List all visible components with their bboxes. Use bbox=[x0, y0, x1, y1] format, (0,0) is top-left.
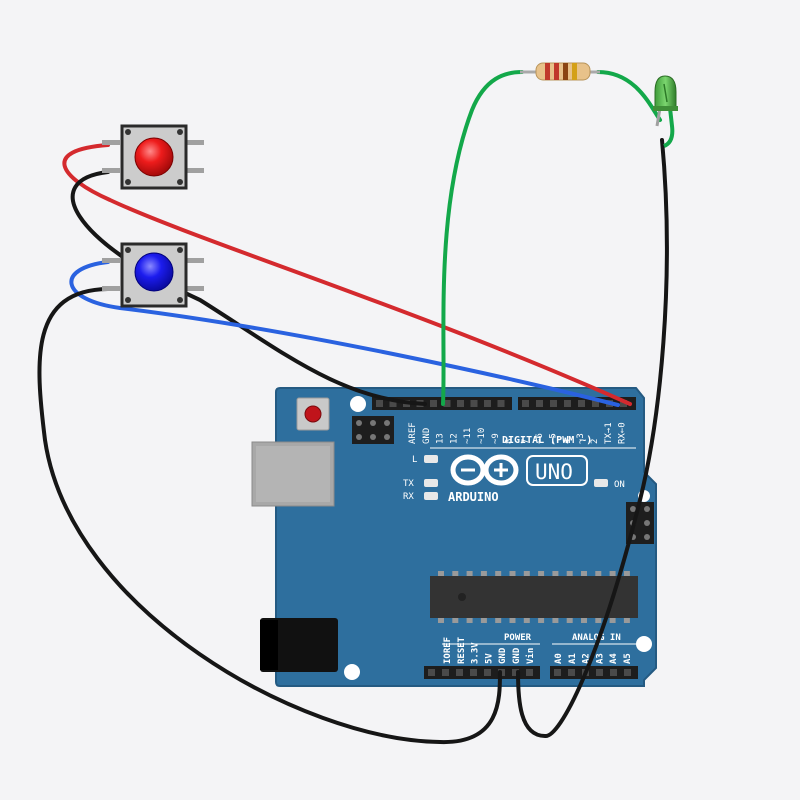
digital-pin-label: 12 bbox=[449, 433, 459, 444]
analog-pin-label: A3 bbox=[595, 653, 605, 664]
button-cap-blue[interactable] bbox=[134, 252, 174, 292]
power-analog-header bbox=[424, 666, 638, 679]
digital-pin-label: TX→1 bbox=[604, 422, 614, 444]
digital-pin-label: ~5 bbox=[549, 433, 559, 444]
usb-port-inner bbox=[256, 446, 330, 502]
digital-pin-label: 7 bbox=[521, 439, 531, 444]
digital-pin-label: ~3 bbox=[576, 433, 586, 444]
resistor bbox=[520, 62, 600, 81]
digital-pin-label: RX←0 bbox=[618, 422, 628, 444]
digital-label: DIGITAL (PWM ~) bbox=[502, 435, 592, 446]
power-pin-label: GND bbox=[512, 647, 522, 664]
pushbutton-top[interactable] bbox=[102, 124, 204, 190]
power-pin-label: RESET bbox=[457, 636, 467, 664]
pushbutton-bottom[interactable] bbox=[102, 242, 204, 308]
logo-symbols bbox=[461, 463, 508, 477]
led-l bbox=[424, 455, 438, 463]
led-l-label: L bbox=[412, 455, 417, 465]
arduino-logo-icon bbox=[450, 454, 519, 486]
brand-text: ARDUINO bbox=[448, 490, 499, 504]
power-pin-label: 5V bbox=[484, 653, 494, 664]
digital-pin-label: ~10 bbox=[477, 428, 487, 444]
power-pin-label: IOREF bbox=[443, 637, 453, 664]
led-rx-label: RX bbox=[403, 492, 414, 502]
analog-pin-label: A2 bbox=[582, 653, 592, 664]
wire-black-led bbox=[516, 138, 669, 738]
analog-pin-label: A4 bbox=[609, 653, 619, 664]
power-pin-label: Vin bbox=[525, 648, 536, 664]
wire-black-bottom-button bbox=[37, 287, 502, 745]
analog-pin-label: A5 bbox=[623, 653, 633, 664]
digital-pin-label: ~6 bbox=[535, 433, 545, 444]
digital-pin-label: AREF bbox=[408, 422, 418, 444]
model-text: UNO bbox=[535, 460, 573, 484]
microcontroller-chip bbox=[430, 571, 638, 623]
led-tx bbox=[424, 479, 438, 487]
wire-green bbox=[441, 70, 524, 406]
resistor-band bbox=[572, 63, 577, 80]
digital-pin-label: ~11 bbox=[463, 428, 473, 444]
resistor-band bbox=[545, 63, 550, 80]
digital-pin-label: 2 bbox=[590, 439, 600, 444]
led-on bbox=[594, 479, 608, 487]
model-badge bbox=[526, 455, 588, 486]
analog-pin-label: A0 bbox=[554, 653, 564, 664]
analog-label: ANALOG IN bbox=[572, 633, 621, 643]
digital-pin-label: 8 bbox=[505, 439, 515, 444]
mounting-hole bbox=[636, 636, 652, 652]
digital-pin-label: GND bbox=[422, 428, 432, 444]
mounting-hole bbox=[350, 396, 366, 412]
wire-blue bbox=[69, 260, 620, 407]
digital-pin-label: 4 bbox=[562, 439, 572, 444]
button-cap-red[interactable] bbox=[134, 137, 174, 177]
led bbox=[653, 75, 678, 148]
icsp-header-top bbox=[352, 416, 394, 444]
digital-pin-label: 13 bbox=[436, 433, 446, 444]
reset-button[interactable] bbox=[304, 405, 322, 423]
wire-red bbox=[62, 143, 632, 406]
digital-pin-label: ~9 bbox=[491, 433, 501, 444]
power-label: POWER bbox=[504, 633, 532, 643]
wires bbox=[37, 70, 669, 745]
resistor-band bbox=[554, 63, 559, 80]
led-tx-label: TX bbox=[403, 479, 414, 489]
resistor-band bbox=[563, 63, 568, 80]
wire-black-top-button bbox=[70, 170, 427, 406]
led-rx bbox=[424, 492, 438, 500]
mounting-hole bbox=[344, 664, 360, 680]
power-jack-front bbox=[260, 620, 278, 670]
resistor-lead-right bbox=[596, 70, 662, 122]
power-pin-label: GND bbox=[498, 647, 508, 664]
analog-pin-label: A1 bbox=[568, 653, 578, 664]
power-jack bbox=[260, 618, 338, 672]
led-on-label: ON bbox=[614, 480, 625, 490]
power-pin-label: 3.3V bbox=[471, 642, 481, 664]
